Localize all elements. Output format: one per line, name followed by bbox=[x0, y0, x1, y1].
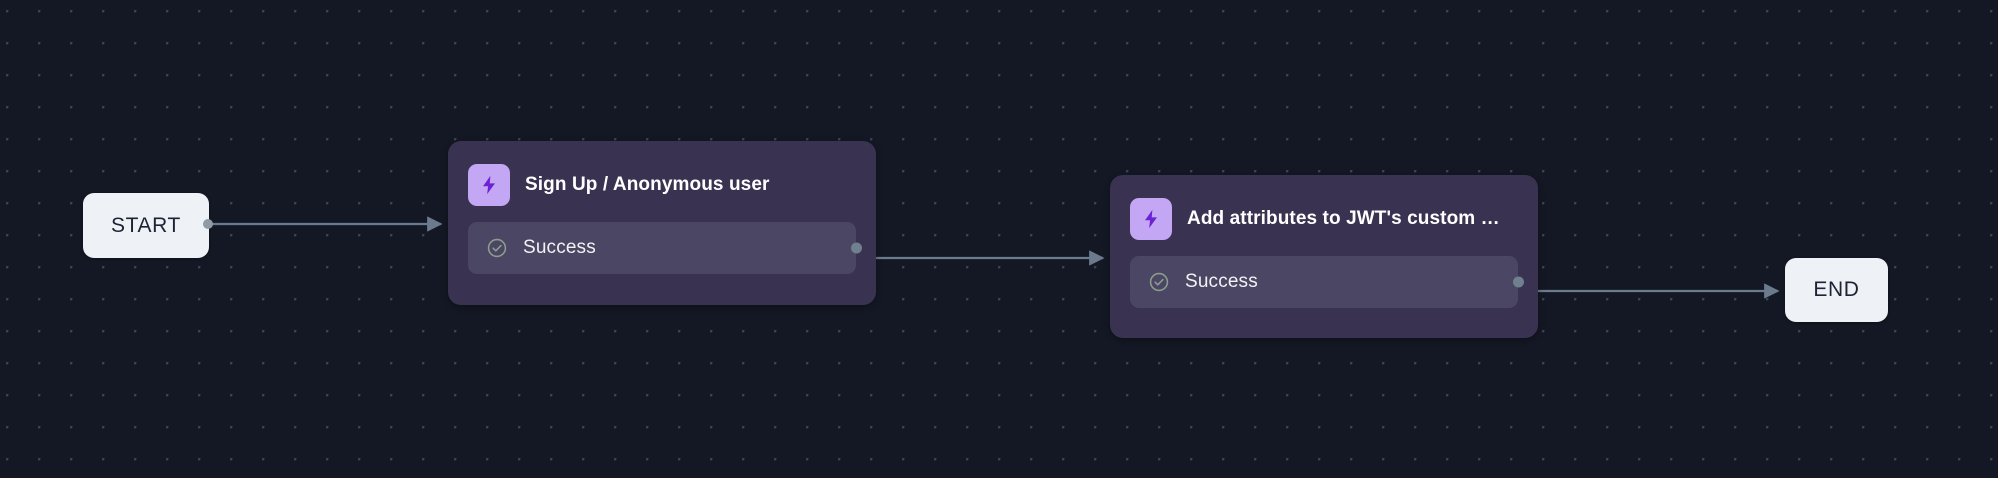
node-title: Add attributes to JWT's custom … bbox=[1187, 208, 1500, 229]
start-node[interactable]: START bbox=[83, 193, 209, 258]
node-output-handle[interactable] bbox=[1513, 276, 1524, 288]
lightning-bolt-icon bbox=[1130, 198, 1172, 240]
end-node[interactable]: END bbox=[1785, 258, 1888, 322]
check-circle-icon bbox=[1149, 272, 1169, 292]
node-output-success[interactable]: Success bbox=[468, 222, 862, 274]
node-header: Sign Up / Anonymous user bbox=[468, 164, 856, 206]
node-output-success[interactable]: Success bbox=[1130, 256, 1524, 308]
start-node-output-handle[interactable] bbox=[203, 219, 213, 229]
node-output-label: Success bbox=[523, 237, 596, 258]
node-output-handle[interactable] bbox=[851, 242, 862, 254]
lightning-bolt-icon bbox=[468, 164, 510, 206]
flow-node-signup[interactable]: Sign Up / Anonymous user Success bbox=[448, 141, 876, 305]
flow-node-jwt[interactable]: Add attributes to JWT's custom … Success bbox=[1110, 175, 1538, 338]
node-title: Sign Up / Anonymous user bbox=[525, 174, 770, 195]
end-node-label: END bbox=[1813, 278, 1860, 301]
node-output-label: Success bbox=[1185, 271, 1258, 292]
node-header: Add attributes to JWT's custom … bbox=[1130, 198, 1518, 240]
start-node-label: START bbox=[111, 213, 181, 237]
check-circle-icon bbox=[487, 238, 507, 258]
